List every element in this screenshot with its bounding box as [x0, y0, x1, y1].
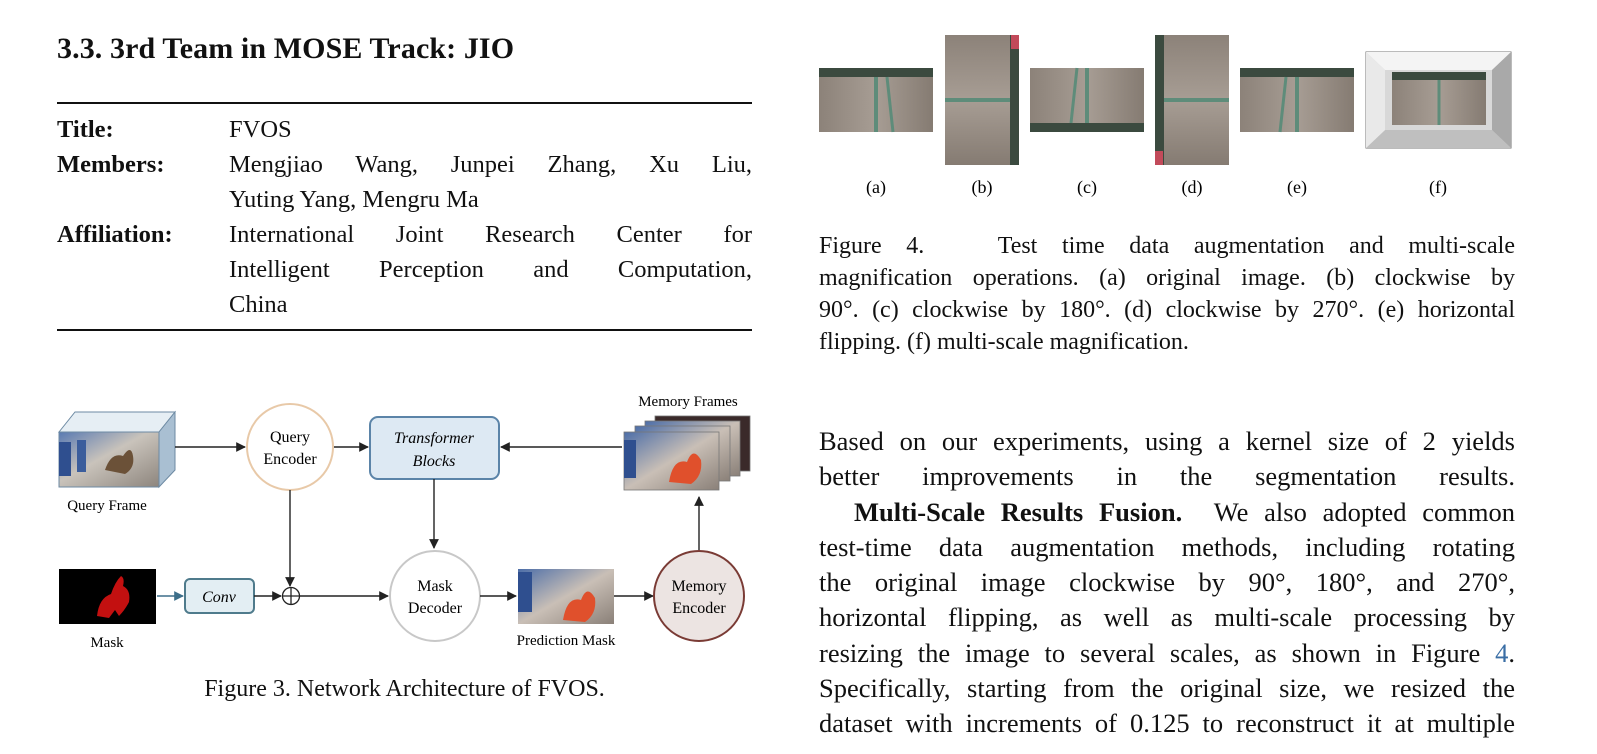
members-line: Yuting Yang, Mengru Ma — [229, 186, 479, 213]
section-heading: 3.3. 3rd Team in MOSE Track: JIO — [57, 32, 515, 65]
paragraph-line: the original image clockwise by 90°, 180… — [819, 567, 1515, 598]
query-encoder-node — [246, 403, 334, 491]
caption-line: Figure 4. Test time data augmentation an… — [819, 233, 1515, 259]
query-frame-label: Query Frame — [67, 498, 147, 514]
paragraph-line: better improvements in the segmentation … — [819, 461, 1515, 492]
memory-frames-label: Memory Frames — [638, 394, 738, 410]
title-value: FVOS — [229, 112, 752, 147]
title-label: Title: — [57, 116, 114, 143]
paragraph-line: test-time data augmentation methods, inc… — [819, 531, 1515, 562]
figure-3-architecture-diagram: Query Frame Query Encoder Transformer Bl… — [57, 394, 751, 651]
panel-label: (f) — [1429, 177, 1447, 198]
memory-encoder-node — [653, 550, 745, 642]
body-text: Based on our experiments, using a kernel… — [819, 424, 1515, 742]
panel-f-multi-scale — [1365, 51, 1512, 149]
memory-encoder-label: Memory — [671, 578, 726, 595]
table-top-rule — [57, 102, 752, 104]
affiliation-value: International Joint Research Center for … — [229, 217, 752, 322]
panel-label: (b) — [972, 177, 993, 198]
affiliation-line: Intelligent Perception and Computation, — [229, 256, 752, 283]
memory-encoder-label: Encoder — [672, 600, 726, 617]
caption-line: magnification operations. (a) original i… — [819, 265, 1515, 291]
paragraph-line: dataset with increments of 0.125 to reco… — [819, 708, 1515, 739]
prediction-mask-label: Prediction Mask — [517, 633, 616, 649]
paragraph-line: Multi-Scale Results Fusion. We also adop… — [819, 495, 1515, 530]
paragraph-text: We also adopted common — [1213, 496, 1515, 527]
mask-image — [59, 569, 156, 624]
panel-label: (e) — [1287, 177, 1307, 198]
query-encoder-label: Encoder — [263, 451, 317, 468]
panel-label: (d) — [1182, 177, 1203, 198]
paragraph-text: . — [1508, 637, 1516, 668]
caption-line: 90°. (c) clockwise by 180°. (d) clockwis… — [819, 297, 1515, 323]
conv-label: Conv — [202, 589, 237, 606]
paragraph-run-in-heading: Multi-Scale Results Fusion. — [854, 496, 1183, 527]
panel-a-original — [819, 68, 933, 133]
title-value-text: FVOS — [229, 116, 292, 143]
table-bottom-rule — [57, 329, 752, 331]
figure-3-caption: Figure 3. Network Architecture of FVOS. — [204, 676, 605, 702]
mask-decoder-label: Mask — [417, 578, 453, 595]
transformer-label: Transformer — [394, 430, 475, 447]
panel-label: (a) — [866, 177, 886, 198]
panel-d-rotate-270 — [1155, 35, 1229, 165]
mask-decoder-label: Decoder — [408, 600, 463, 617]
figure-4-augmentation-panels: (a) (b) (c) (d) (e) (f) — [819, 35, 1512, 198]
affiliation-line: China — [229, 291, 288, 318]
paragraph-line: Based on our experiments, using a kernel… — [819, 426, 1515, 456]
paragraph-line: resizing the image to several scales, as… — [819, 636, 1515, 671]
panel-b-rotate-90 — [945, 35, 1019, 165]
panel-label: (c) — [1077, 177, 1097, 198]
paragraph-text: resizing the image to several scales, as… — [819, 637, 1481, 668]
panel-e-horizontal-flip — [1240, 68, 1354, 133]
members-label: Members: — [57, 151, 165, 178]
prediction-mask-image — [518, 569, 614, 624]
transformer-label: Blocks — [413, 453, 456, 470]
query-frame-cube — [57, 410, 177, 489]
members-value: Mengjiao Wang, Junpei Zhang, Xu Liu, Yut… — [229, 147, 752, 217]
paragraph-line: Specifically, starting from the original… — [819, 673, 1515, 704]
mask-decoder-node — [389, 550, 481, 642]
add-node — [281, 586, 301, 606]
mask-label: Mask — [90, 635, 124, 651]
caption-line: flipping. (f) multi-scale magnification. — [819, 329, 1189, 355]
affiliation-line: International Joint Research Center for — [229, 221, 752, 248]
affiliation-label: Affiliation: — [57, 221, 173, 248]
paragraph-line: horizontal flipping, as well as multi-sc… — [819, 602, 1515, 633]
memory-frames-stack — [623, 415, 751, 491]
figure-4-reference-link[interactable]: 4 — [1495, 637, 1509, 668]
query-encoder-label: Query — [270, 429, 310, 446]
figure-4-caption: Figure 4. Test time data augmentation an… — [819, 230, 1515, 358]
members-line: Mengjiao Wang, Junpei Zhang, Xu Liu, — [229, 151, 752, 178]
panel-c-rotate-180 — [1030, 67, 1144, 132]
